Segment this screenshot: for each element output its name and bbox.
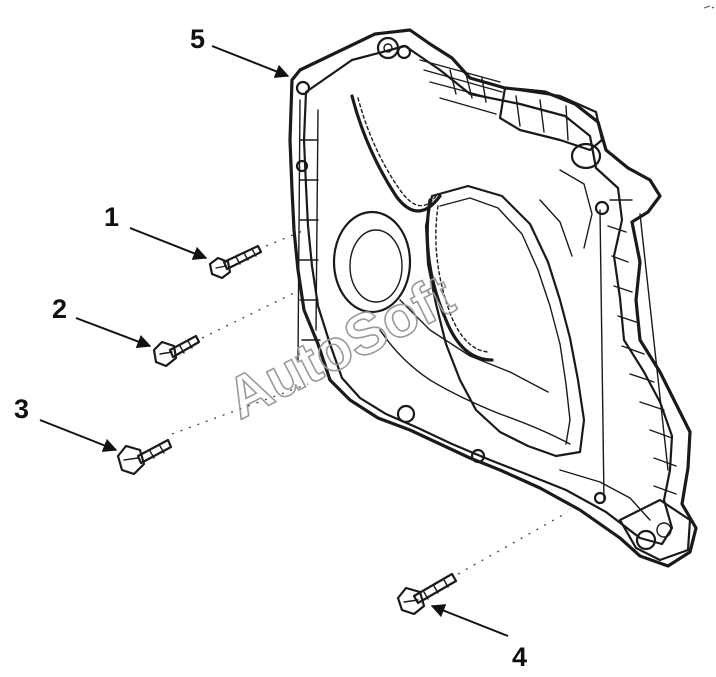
callout-4: 4 [512,642,527,672]
leader-arrows [39,45,509,637]
alignment-lines [171,227,569,575]
corner-mark [703,5,715,9]
callout-1: 1 [104,202,119,232]
callout-3: 3 [14,394,29,424]
gear-housing-drawing [288,28,698,568]
bolt-4 [396,572,458,616]
callout-2: 2 [52,294,67,324]
bolt-2 [152,334,201,368]
callout-5: 5 [190,24,205,54]
bolt-3 [116,438,173,476]
bolt-1 [208,244,263,280]
